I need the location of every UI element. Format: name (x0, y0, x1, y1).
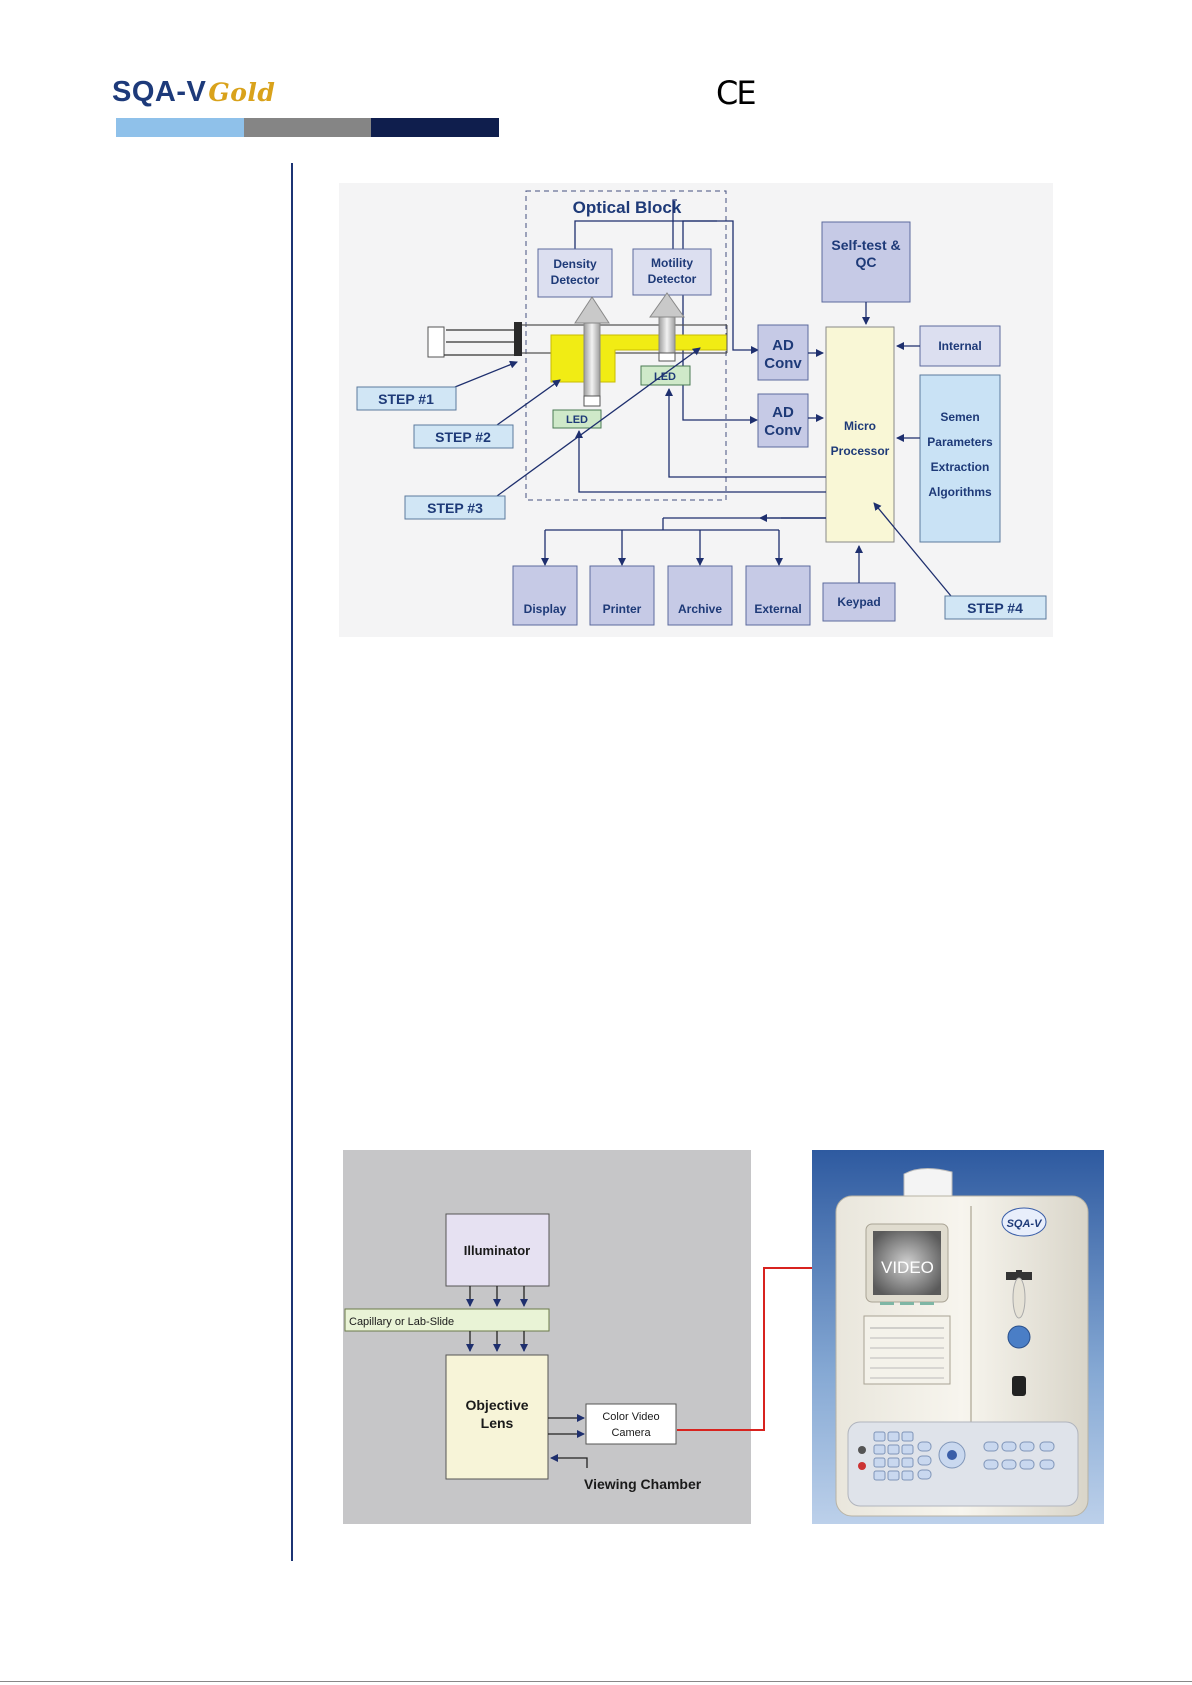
ad-conv-2-box (757, 393, 809, 448)
micro-processor-box (825, 326, 895, 543)
motility-detector-label-1: Motility (651, 256, 693, 270)
margin-rule (291, 163, 293, 1561)
step2-box (413, 424, 514, 449)
keypad-label: Keypad (837, 595, 880, 609)
ce-mark: CE (716, 74, 757, 112)
objective-lens-box (445, 1354, 549, 1480)
output-external-box (745, 565, 811, 626)
step2-label: STEP #2 (435, 429, 491, 445)
step4-box (944, 595, 1047, 620)
step1-box (356, 386, 457, 411)
objective-lens-label-1: Objective (465, 1397, 528, 1413)
micro-processor-label-1: Micro (844, 419, 876, 433)
semen-params-box (919, 374, 1001, 543)
output-archive-label: Archive (678, 602, 722, 616)
step1-label: STEP #1 (378, 391, 434, 407)
self-test-label-1: Self-test & (831, 237, 900, 253)
objective-lens-label-2: Lens (481, 1415, 514, 1431)
chamber-slot (1012, 1376, 1026, 1396)
step4-label: STEP #4 (967, 600, 1023, 616)
step3-label: STEP #3 (427, 500, 483, 516)
device-badge-label: SQA-V (1007, 1218, 1044, 1230)
header-band-light-blue (116, 118, 244, 137)
capillary-label: Capillary or Lab-Slide (349, 1316, 454, 1328)
video-label: VIDEO (881, 1258, 934, 1277)
density-detector-label-1: Density (553, 257, 597, 271)
internal-label: Internal (938, 339, 981, 353)
camera-label-2: Camera (611, 1427, 651, 1439)
step3-box (404, 495, 506, 520)
led-density-label: LED (566, 414, 588, 426)
video-screen (873, 1231, 941, 1295)
viewing-chamber-label: Viewing Chamber (584, 1476, 702, 1492)
video-signal-arrow (677, 1263, 860, 1431)
motility-detector-box (632, 248, 712, 296)
optical-block-title: Optical Block (573, 198, 682, 217)
output-display-box (512, 565, 578, 626)
output-display-label: Display (524, 602, 567, 616)
semen-params-label-1: Semen (940, 410, 979, 424)
capillary-seal (514, 322, 522, 356)
keypad-box (822, 582, 896, 622)
output-external-label: External (754, 602, 801, 616)
header-band-navy (371, 118, 499, 137)
camera-box (585, 1403, 677, 1445)
ad-conv-1-label-1: AD (772, 337, 794, 354)
bottom-rule (0, 1681, 1192, 1682)
semen-params-label-3: Extraction (931, 460, 990, 474)
logo: SQA-VGold (112, 76, 275, 109)
illuminator-box (445, 1213, 550, 1287)
result-display (863, 1315, 951, 1385)
ad-conv-2-label-2: Conv (764, 422, 802, 439)
header-band-gray (244, 118, 371, 137)
self-test-label-2: QC (856, 254, 877, 270)
adjust-knob (1007, 1325, 1031, 1349)
ad-conv-2-label-1: AD (772, 404, 794, 421)
internal-box (919, 325, 1001, 367)
output-printer-label: Printer (603, 602, 642, 616)
motility-detector-label-2: Detector (648, 272, 697, 286)
output-printer-box (589, 565, 655, 626)
capillary-box (344, 1308, 550, 1332)
capillary-plunger (427, 326, 445, 358)
camera-label-1: Color Video (602, 1411, 659, 1423)
density-detector-label-2: Detector (551, 273, 600, 287)
illuminator-label: Illuminator (464, 1243, 530, 1258)
density-detector-box (537, 248, 613, 298)
semen-params-label-2: Parameters (927, 435, 993, 449)
logo-main-text: SQA-V (112, 76, 207, 108)
device-badge (1001, 1207, 1047, 1237)
ad-conv-1-label-2: Conv (764, 355, 802, 372)
led-motility (640, 365, 691, 386)
output-archive-box (667, 565, 733, 626)
keypad-panel (847, 1421, 1079, 1507)
logo-script-text: Gold (208, 78, 276, 107)
semen-params-label-4: Algorithms (928, 485, 992, 499)
micro-processor-label-2: Processor (831, 444, 890, 458)
led-motility-label: LED (654, 371, 676, 383)
led-density (552, 409, 602, 429)
device-photo: VIDEO SQA-V (812, 1150, 1104, 1524)
